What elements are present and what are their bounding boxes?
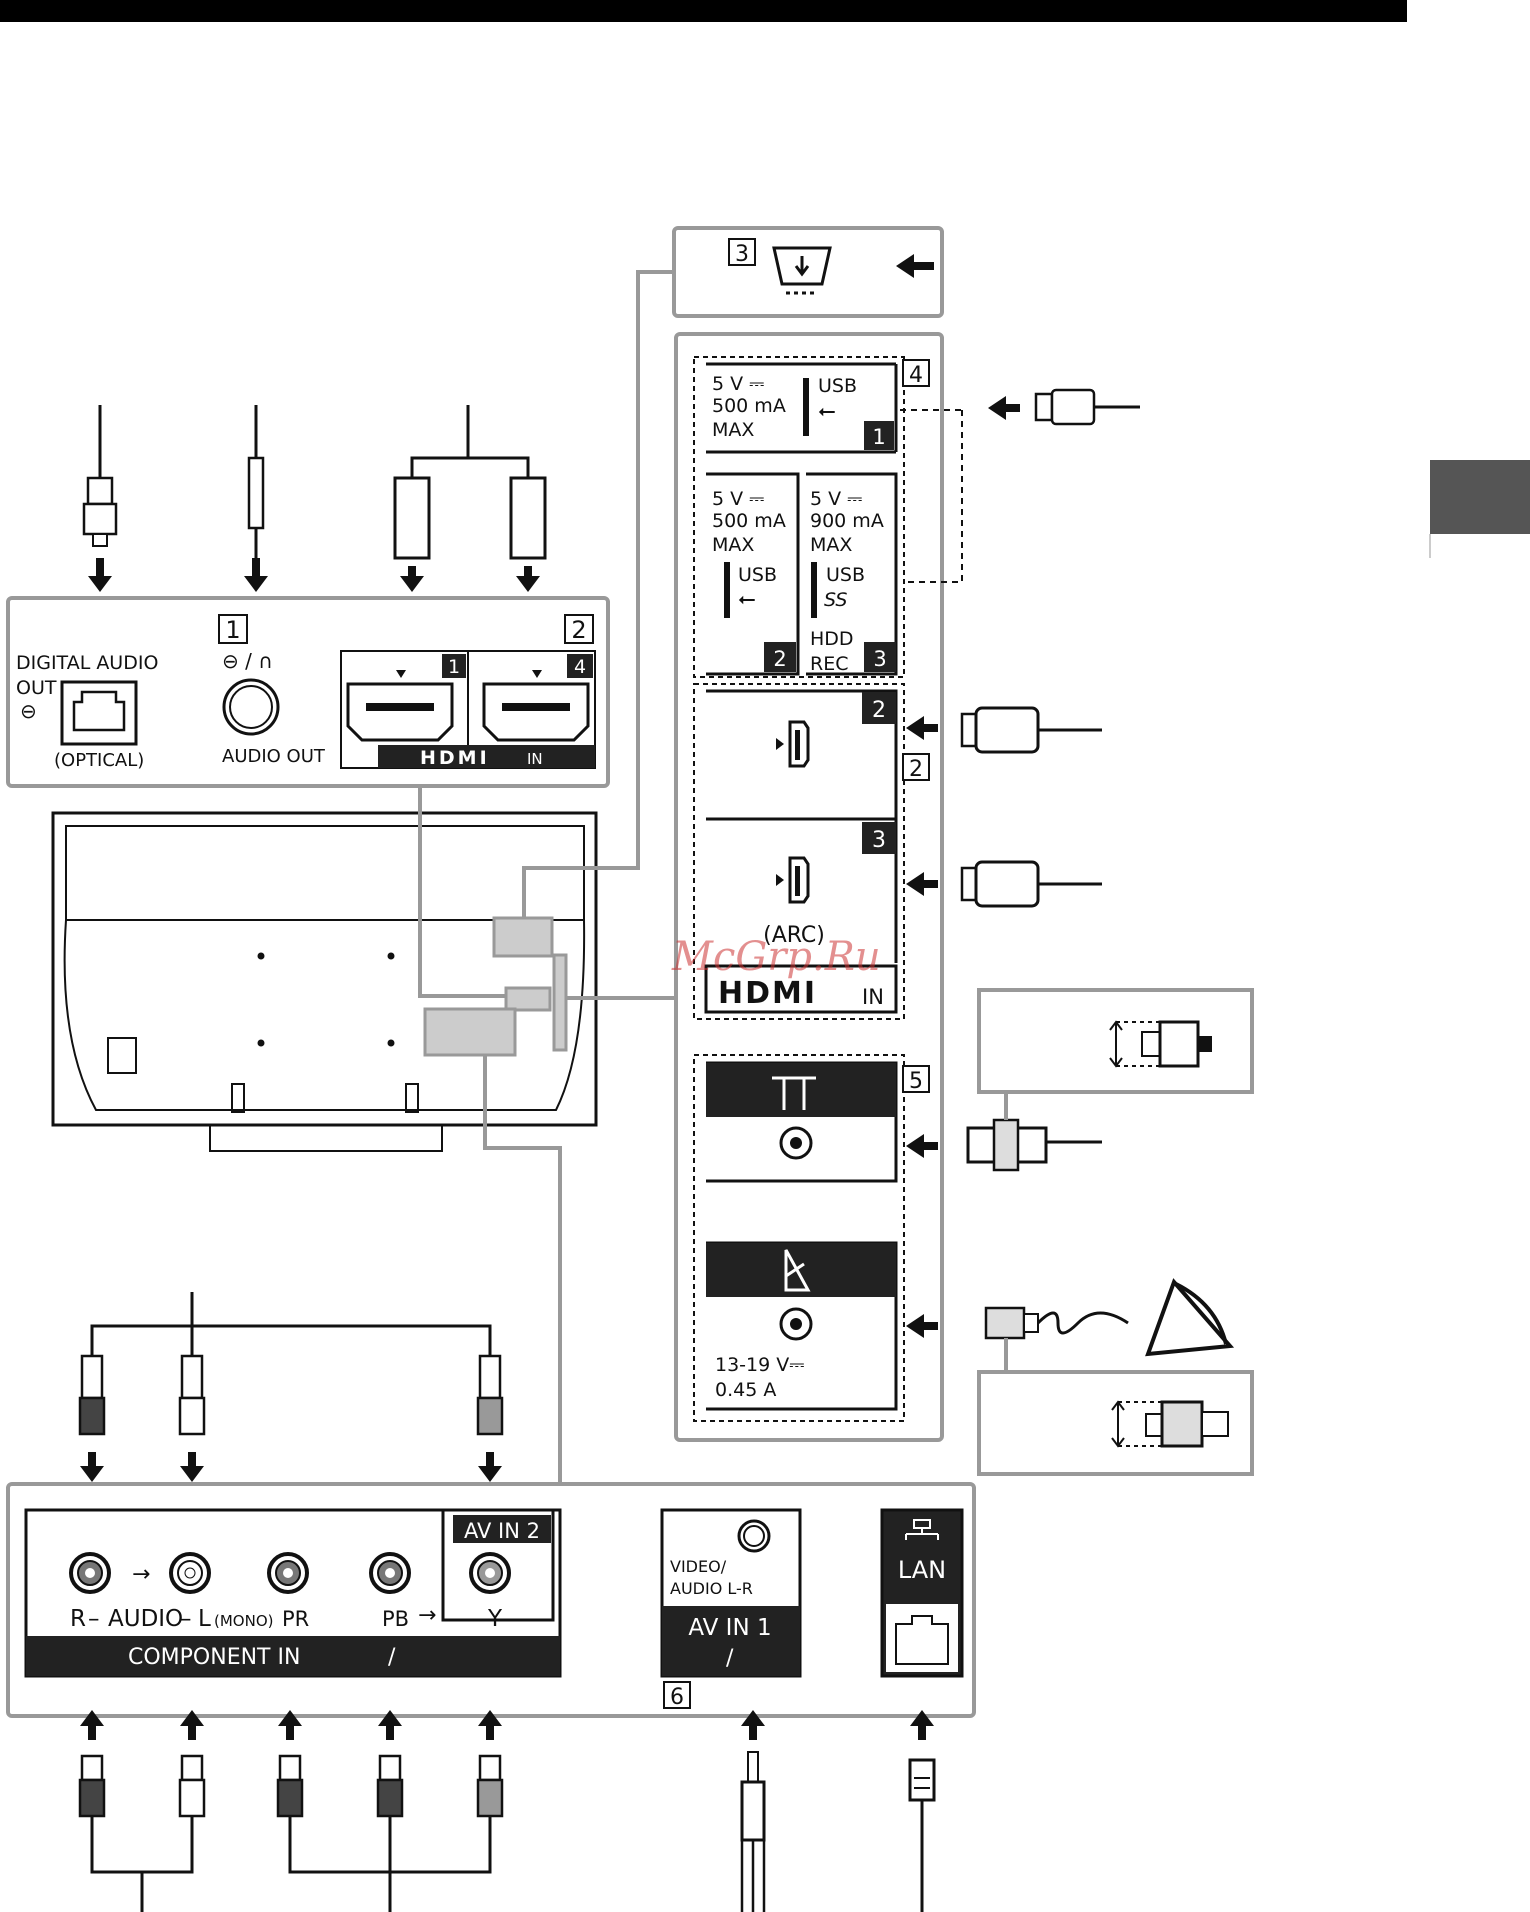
av-in1-port[interactable]: VIDEO/ AUDIO L-R AV IN 1 / (662, 1510, 800, 1676)
usb3-name: USB (826, 564, 865, 586)
usb3-amp: 900 mA (810, 510, 884, 532)
label-l: L (198, 1606, 211, 1632)
callout-4: 4 (909, 363, 923, 388)
down-arrows-top (88, 558, 540, 592)
av-in1-video: VIDEO/ (670, 1557, 727, 1576)
svg-text:–: – (472, 1606, 484, 1632)
optical-label: (OPTICAL) (54, 750, 144, 771)
lan-port[interactable]: LAN (882, 1510, 962, 1676)
hdmi-side-2-num: 2 (872, 698, 886, 723)
output-symbol-icon: ⊖ (20, 699, 37, 723)
label-pr: PR (282, 1607, 309, 1631)
tv-rear-view (53, 813, 596, 1151)
usb3-volt: 5 V ⎓ (810, 488, 862, 510)
av-in1-slash: / (726, 1646, 734, 1671)
lan-label: LAN (898, 1556, 946, 1584)
callout-6: 6 (670, 1685, 684, 1710)
hdmi-in-top: IN (527, 750, 543, 768)
usb2-amp: 500 mA (712, 510, 786, 532)
ir-blaster-panel: 3 (674, 228, 942, 316)
top-cables (84, 405, 545, 560)
lan-plug-icon (910, 1760, 934, 1800)
hdmi-port-1-num: 1 (448, 656, 460, 678)
headphone-symbol: ⊖ / ∩ (222, 649, 273, 673)
svg-text:→: → (418, 1603, 436, 1628)
bottom-cables (80, 1710, 934, 1912)
side-panel: 4 5 V ⎓ 500 mA MAX USB ⭠ 1 5 V ⎓ 500 mA … (676, 334, 942, 1440)
component-in-label: COMPONENT IN (128, 1645, 300, 1670)
bottom-panel: COMPONENT IN / AV IN 2 → R – AUDIO – L (… (8, 1484, 974, 1716)
hdmi-port-4[interactable] (484, 684, 588, 740)
usb2-volt: 5 V ⎓ (712, 488, 764, 510)
hdmi-in-side: IN (862, 985, 884, 1009)
callout-5: 5 (909, 1069, 923, 1094)
usb3-ss: SS (824, 589, 847, 611)
av-in1-audio: AUDIO L-R (670, 1579, 753, 1598)
hdmi-side-3-num: 3 (872, 828, 886, 853)
usb1-max: MAX (712, 419, 754, 441)
component-top-cables (80, 1292, 502, 1434)
usb-symbol-icon: ⭠ (818, 399, 836, 424)
label-mono: (MONO) (214, 1612, 273, 1630)
callout-1: 1 (225, 616, 240, 644)
hdmi-plug-icon-side (976, 708, 1038, 752)
hdmi-brand-top: HDMI (420, 747, 490, 769)
watermark: McGrp.Ru (671, 934, 881, 980)
usb3-rec: REC (810, 653, 848, 675)
sat-volt: 13-19 V⎓ (715, 1354, 804, 1376)
down-arrows-bottom (80, 1452, 502, 1482)
usb3-max: MAX (810, 534, 852, 556)
component-slash: / (388, 1645, 396, 1670)
usb-plug-icon (1036, 394, 1052, 420)
usb3-hdd: HDD (810, 628, 854, 650)
sat-amp: 0.45 A (715, 1379, 776, 1401)
coax-detail-box (979, 990, 1252, 1092)
hdmi-port-1[interactable] (348, 684, 452, 740)
usb3-num: 3 (873, 647, 886, 671)
usb1-amp: 500 mA (712, 395, 786, 417)
hdmi-plug-icon (395, 478, 429, 558)
hdmi-port-4-num: 4 (574, 656, 586, 678)
callout-3: 3 (735, 242, 749, 267)
callout-2-side: 2 (909, 757, 923, 782)
hdmi-brand-side: HDMI (718, 976, 817, 1011)
satellite-detail-box (979, 1372, 1252, 1474)
usb2-max: MAX (712, 534, 754, 556)
label-audio: AUDIO (108, 1606, 183, 1632)
usb1-num: 1 (872, 425, 885, 449)
av-in2-label: AV IN 2 (464, 1519, 540, 1543)
svg-text:⭠: ⭠ (738, 587, 756, 612)
right-cables (900, 390, 1230, 1376)
digital-audio-out-label: OUT (16, 677, 57, 699)
section-tab (1430, 460, 1530, 534)
top-left-panel: 1 2 DIGITAL AUDIO OUT ⊖ (OPTICAL) ⊖ / ∩ … (8, 598, 608, 786)
digital-audio-label: DIGITAL AUDIO (16, 652, 158, 674)
svg-text:→: → (132, 1562, 150, 1587)
label-r: R (70, 1606, 86, 1632)
usb1-name: USB (818, 375, 857, 397)
usb2-num: 2 (773, 647, 786, 671)
rca-plug-icon (80, 1356, 502, 1434)
label-pb: PB (382, 1607, 409, 1631)
callout-2: 2 (571, 616, 586, 644)
optical-plug-icon (88, 478, 112, 504)
header-bar (0, 0, 1407, 22)
svg-text:–: – (88, 1606, 100, 1632)
usb2-name: USB (738, 564, 777, 586)
usb1-volt: 5 V ⎓ (712, 373, 764, 395)
leader-lines (420, 272, 676, 1484)
label-y: Y (487, 1606, 503, 1632)
audio-out-label: AUDIO OUT (222, 746, 326, 767)
av-in1-label: AV IN 1 (688, 1615, 771, 1641)
mini-jack-icon (249, 458, 263, 528)
svg-text:–: – (180, 1606, 192, 1632)
